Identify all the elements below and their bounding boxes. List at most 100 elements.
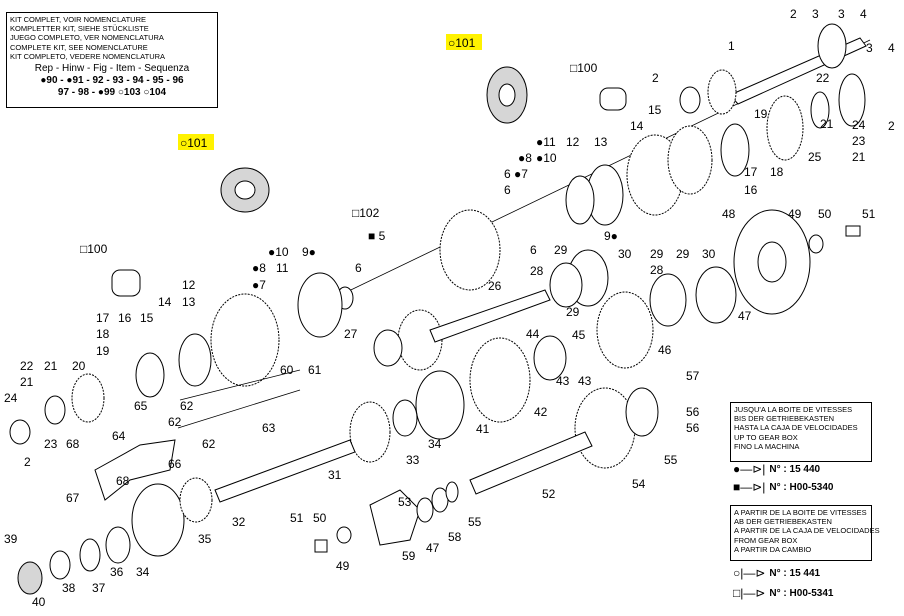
callout-68b[interactable]: 68 (116, 474, 130, 488)
callout-47b[interactable]: 47 (426, 541, 440, 555)
callout-4b[interactable]: 4 (888, 41, 895, 55)
callout-l21a[interactable]: 21 (44, 359, 58, 373)
callout-54[interactable]: 54 (632, 477, 646, 491)
callout-2c[interactable]: 2 (888, 119, 895, 133)
callout-29d[interactable]: 29 (676, 247, 690, 261)
callout-51[interactable]: 51 (862, 207, 876, 221)
callout-101-left[interactable]: ○101 (180, 136, 208, 150)
callout-3c[interactable]: 3 (866, 41, 873, 55)
callout-64[interactable]: 64 (112, 429, 126, 443)
callout-43b[interactable]: 43 (578, 374, 592, 388)
callout-59[interactable]: 59 (402, 549, 416, 563)
callout-l23[interactable]: 23 (44, 437, 58, 451)
callout-101-top[interactable]: ○101 (448, 36, 476, 50)
callout-36[interactable]: 36 (110, 565, 124, 579)
callout-47a[interactable]: 47 (738, 309, 752, 323)
callout-24[interactable]: 24 (852, 118, 866, 132)
callout-49b[interactable]: 49 (336, 559, 350, 573)
callout-28b[interactable]: 28 (650, 263, 664, 277)
callout-65[interactable]: 65 (134, 399, 148, 413)
callout-17[interactable]: 17 (744, 165, 758, 179)
callout-56a[interactable]: 56 (686, 405, 700, 419)
callout-26[interactable]: 26 (488, 279, 502, 293)
callout-55b[interactable]: 55 (468, 515, 482, 529)
callout-44[interactable]: 44 (526, 327, 540, 341)
callout-53[interactable]: 53 (398, 495, 412, 509)
callout-56b[interactable]: 56 (686, 421, 700, 435)
callout-33[interactable]: 33 (406, 453, 420, 467)
callout-31[interactable]: 31 (328, 468, 342, 482)
callout-18[interactable]: 18 (770, 165, 784, 179)
callout-46[interactable]: 46 (658, 343, 672, 357)
callout-29c[interactable]: 29 (650, 247, 664, 261)
callout-6c[interactable]: 6 (530, 243, 537, 257)
callout-l11[interactable]: 11 (276, 261, 289, 275)
callout-6a[interactable]: 6 (504, 167, 511, 181)
callout-4a[interactable]: 4 (860, 7, 867, 21)
callout-21a[interactable]: 21 (820, 117, 834, 131)
callout-38[interactable]: 38 (62, 581, 76, 595)
callout-l20[interactable]: 20 (72, 359, 86, 373)
callout-25[interactable]: 25 (808, 150, 822, 164)
callout-3a[interactable]: 3 (812, 7, 819, 21)
callout-14[interactable]: 14 (630, 119, 644, 133)
callout-50[interactable]: 50 (818, 207, 832, 221)
callout-2a[interactable]: 2 (790, 7, 797, 21)
callout-l2[interactable]: 2 (24, 455, 31, 469)
callout-8[interactable]: ●8 (518, 151, 532, 165)
callout-62b[interactable]: 62 (168, 415, 182, 429)
callout-21b[interactable]: 21 (852, 150, 866, 164)
callout-43a[interactable]: 43 (556, 374, 570, 388)
callout-l19[interactable]: 19 (96, 344, 110, 358)
callout-28a[interactable]: 28 (530, 264, 544, 278)
callout-50b[interactable]: 50 (313, 511, 327, 525)
callout-66[interactable]: 66 (168, 457, 182, 471)
callout-58[interactable]: 58 (448, 530, 462, 544)
callout-30b[interactable]: 30 (702, 247, 716, 261)
callout-l15[interactable]: 15 (140, 311, 154, 325)
callout-11[interactable]: ●11 (536, 135, 556, 149)
callout-2b[interactable]: 2 (652, 71, 659, 85)
callout-67[interactable]: 67 (66, 491, 80, 505)
callout-37[interactable]: 37 (92, 581, 106, 595)
callout-51b[interactable]: 51 (290, 511, 304, 525)
callout-34b[interactable]: 34 (136, 565, 150, 579)
callout-l14[interactable]: 14 (158, 295, 172, 309)
callout-32[interactable]: 32 (232, 515, 246, 529)
callout-42[interactable]: 42 (534, 405, 548, 419)
callout-35[interactable]: 35 (198, 532, 212, 546)
callout-41[interactable]: 41 (476, 422, 490, 436)
callout-l24[interactable]: 24 (4, 391, 18, 405)
callout-48[interactable]: 48 (722, 207, 736, 221)
callout-30a[interactable]: 30 (618, 247, 632, 261)
callout-39[interactable]: 39 (4, 532, 18, 546)
callout-10[interactable]: ●10 (536, 151, 557, 165)
callout-61[interactable]: 61 (308, 363, 322, 377)
callout-19[interactable]: 19 (754, 107, 768, 121)
callout-l8[interactable]: ●8 (252, 261, 266, 275)
callout-55a[interactable]: 55 (664, 453, 678, 467)
callout-l12[interactable]: 12 (182, 278, 196, 292)
callout-13[interactable]: 13 (594, 135, 608, 149)
callout-29b[interactable]: 29 (566, 305, 580, 319)
callout-l18[interactable]: 18 (96, 327, 110, 341)
callout-60[interactable]: 60 (280, 363, 294, 377)
callout-1[interactable]: 1 (728, 39, 735, 53)
callout-23[interactable]: 23 (852, 134, 866, 148)
callout-22[interactable]: 22 (816, 71, 830, 85)
callout-l21b[interactable]: 21 (20, 375, 34, 389)
callout-100-top[interactable]: □100 (570, 61, 598, 75)
callout-6b[interactable]: 6 (504, 183, 511, 197)
callout-l10[interactable]: ●10 (268, 245, 289, 259)
callout-68a[interactable]: 68 (66, 437, 80, 451)
callout-l6[interactable]: 6 (355, 261, 362, 275)
callout-l16[interactable]: 16 (118, 311, 132, 325)
callout-7[interactable]: ●7 (514, 167, 528, 181)
callout-57[interactable]: 57 (686, 369, 700, 383)
callout-52[interactable]: 52 (542, 487, 556, 501)
callout-29a[interactable]: 29 (554, 243, 568, 257)
callout-15[interactable]: 15 (648, 103, 662, 117)
callout-49[interactable]: 49 (788, 207, 802, 221)
callout-27[interactable]: 27 (344, 327, 358, 341)
callout-12[interactable]: 12 (566, 135, 580, 149)
